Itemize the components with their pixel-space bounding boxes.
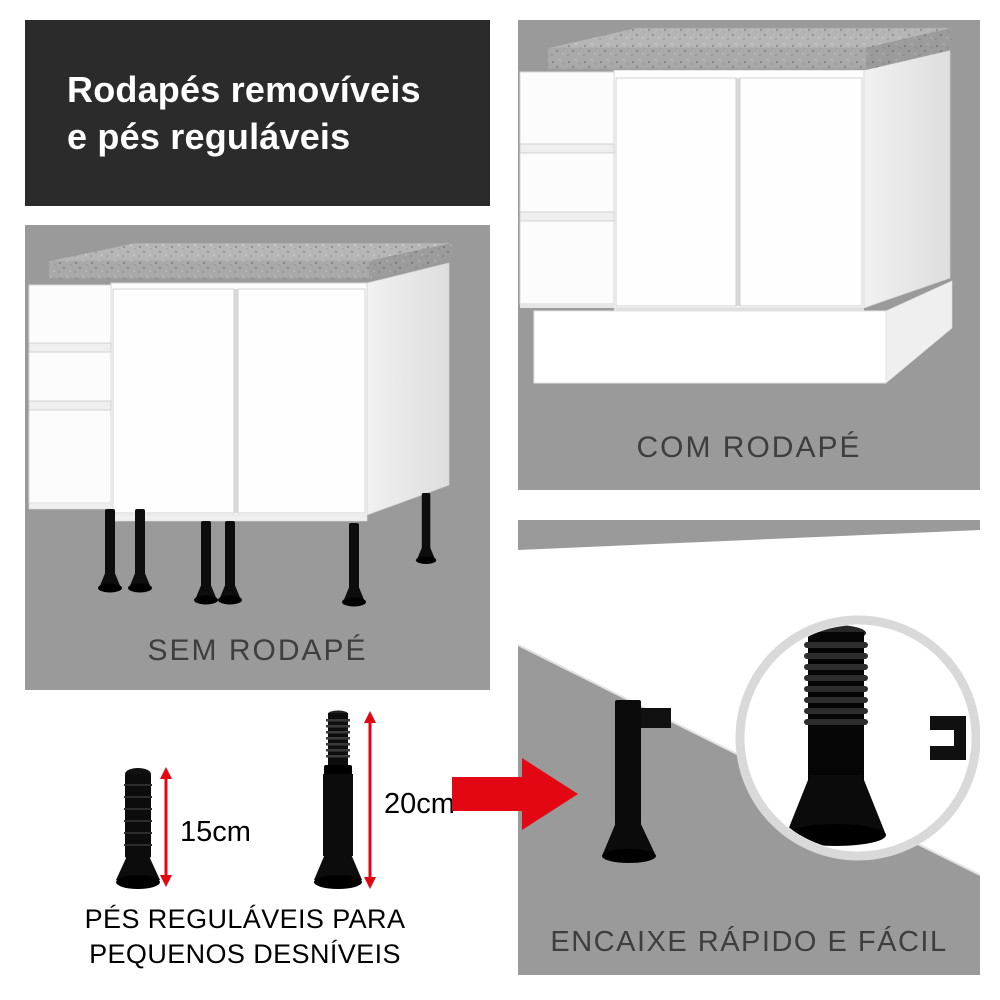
cabinet-side-face	[366, 262, 450, 516]
countertop	[547, 27, 953, 70]
measure-label-15cm: 15cm	[180, 816, 251, 848]
feet-caption-line2: PEQUENOS DESNÍVEIS	[89, 939, 401, 969]
drawer-unit	[28, 284, 112, 510]
panel-sem-rodape: SEM RODAPÉ	[25, 225, 490, 690]
label-com-rodape: COM RODAPÉ	[636, 431, 862, 464]
adjustable-feet-figure: 15cm 20cm	[0, 700, 500, 1000]
zoom-circle	[735, 615, 980, 861]
adjustable-foot-15cm	[116, 768, 160, 889]
plinth-clip	[930, 716, 966, 760]
label-sem-rodape: SEM RODAPÉ	[147, 634, 368, 667]
headline-line1: Rodapés removíveis	[67, 69, 421, 110]
cabinet-foot	[602, 700, 671, 863]
plinth-closeup-illustration	[518, 530, 980, 876]
cabinet-door-right	[237, 288, 366, 514]
measure-label-20cm: 20cm	[384, 788, 455, 820]
countertop	[48, 243, 454, 279]
red-arrow-icon	[452, 758, 578, 830]
cabinet-with-legs-illustration	[28, 243, 454, 607]
zoomed-foot-detail	[786, 625, 966, 846]
cabinet-with-plinth-illustration	[519, 27, 953, 384]
plinth	[520, 280, 953, 384]
adjustable-foot-20cm	[314, 710, 362, 889]
feet-caption-line1: PÉS REGULÁVEIS PARA	[84, 904, 406, 934]
cabinet-door-left	[112, 288, 235, 514]
door-gap	[234, 289, 238, 513]
cabinet-door-right	[739, 77, 863, 307]
cabinet-door-left	[615, 77, 737, 307]
panel-encaixe: ENCAIXE RÁPIDO E FÁCIL	[518, 520, 980, 975]
door-gap	[736, 78, 740, 306]
headline-line2: e pés reguláveis	[67, 116, 351, 157]
measure-arrow-20-icon	[364, 711, 376, 889]
cabinet-bottom-edge	[110, 514, 368, 522]
feet-caption: PÉS REGULÁVEIS PARA PEQUENOS DESNÍVEIS	[40, 902, 450, 972]
cabinet-side-face	[863, 49, 951, 309]
headline-banner: Rodapés removíveis e pés reguláveis	[25, 20, 490, 206]
label-encaixe: ENCAIXE RÁPIDO E FÁCIL	[550, 926, 948, 958]
measure-arrow-15-icon	[160, 767, 172, 887]
drawer-unit	[519, 71, 615, 305]
panel-com-rodape: COM RODAPÉ	[518, 20, 980, 490]
